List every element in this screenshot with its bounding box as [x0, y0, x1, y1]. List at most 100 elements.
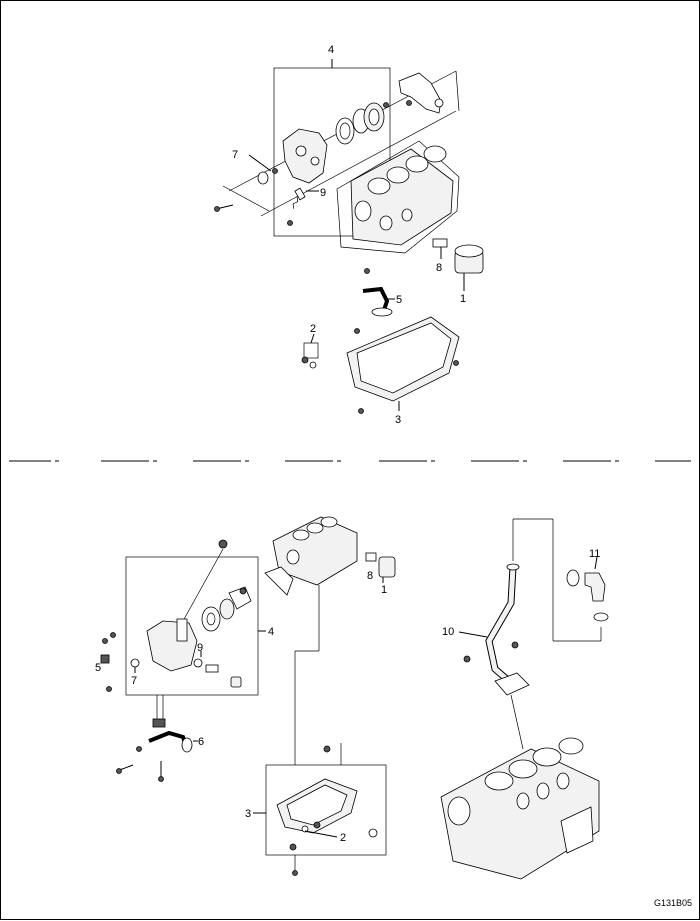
- assembly-axis-line: [182, 548, 224, 622]
- cylinder-bore: [405, 155, 429, 173]
- top-assembly: 4 7 9: [214, 44, 484, 426]
- oil-pipe: [486, 566, 516, 683]
- kit-box-3-bottom: [265, 764, 387, 856]
- leader-7-top: [248, 154, 272, 172]
- block-port: [354, 200, 372, 222]
- cylinder-bore: [306, 522, 324, 534]
- cylinder-bore: [320, 516, 338, 528]
- cylinder-bore: [292, 529, 310, 541]
- callout-7-top: 7: [232, 149, 238, 161]
- drain-plug-box: [303, 342, 319, 359]
- bolt: [110, 632, 116, 638]
- timing-cover-plate: [398, 72, 442, 114]
- strainer-bolt: [364, 268, 370, 274]
- relief-valve: [193, 658, 203, 668]
- oil-pan-inner: [356, 322, 452, 394]
- block-port: [401, 208, 413, 222]
- pan-bolt: [453, 360, 459, 366]
- o-ring: [130, 658, 140, 668]
- callout-3-top: 3: [395, 414, 401, 426]
- relief-valve: [294, 187, 306, 201]
- pump-outlet: [176, 618, 188, 642]
- bolt: [511, 641, 519, 649]
- callout-8-bottom: 8: [367, 570, 373, 582]
- bolt-head: [116, 768, 122, 774]
- seal-fitting: [100, 654, 110, 664]
- callout-10-bottom: 10: [442, 626, 454, 638]
- bolt: [406, 100, 412, 106]
- callout-2-top: 2: [310, 323, 316, 335]
- assembly-axis-line: [222, 185, 270, 212]
- block-port: [447, 796, 471, 826]
- bolt: [239, 587, 247, 595]
- pan-bolt: [354, 328, 360, 334]
- inner-rotor-hub: [206, 612, 216, 626]
- bolt: [383, 102, 389, 108]
- kit-box-4-bottom: [125, 556, 259, 696]
- assembly-axis-line: [510, 694, 524, 750]
- bolt: [106, 686, 112, 692]
- strainer-screen: [371, 307, 393, 317]
- leader-10-bottom: [458, 631, 488, 638]
- pipe-end: [506, 563, 520, 571]
- hose-clamp: [566, 569, 580, 587]
- inner-rotor: [335, 117, 355, 145]
- oil-pump-housing: [146, 620, 198, 672]
- bolt-head: [218, 539, 228, 549]
- cylinder-bore: [423, 145, 447, 163]
- drain-washer: [301, 825, 309, 833]
- hose-clamp: [593, 612, 609, 622]
- cylinder-bore: [532, 747, 562, 767]
- callout-5-bottom: 5: [95, 662, 101, 674]
- leader-11-bottom: [594, 556, 598, 570]
- bolt: [287, 220, 293, 226]
- oil-strainer-pipe: [362, 286, 390, 314]
- callout-1-bottom: 1: [381, 584, 387, 596]
- cylinder-bore: [558, 737, 584, 755]
- timing-cover-plate-small: [264, 566, 294, 596]
- block-port: [516, 792, 530, 810]
- assembly-axis-line: [260, 110, 457, 217]
- pump-bore: [310, 156, 320, 166]
- pipe-gasket: [494, 672, 530, 696]
- strainer-screen: [181, 737, 193, 753]
- cylinder-block-top: [350, 148, 454, 246]
- cylinder-bore: [367, 177, 391, 195]
- oil-strainer-pipe: [148, 730, 189, 750]
- pan-bolt: [358, 408, 364, 414]
- callout-5-top: 5: [396, 294, 402, 306]
- callout-4-top: 4: [328, 44, 334, 56]
- leader-2-bottom: [304, 830, 338, 838]
- outer-rotor: [219, 598, 235, 620]
- inner-rotor: [201, 606, 221, 632]
- callout-9-top: 9: [320, 187, 326, 199]
- bolt-head: [158, 776, 164, 782]
- oil-filter-top: [454, 244, 484, 258]
- block-port: [286, 549, 300, 565]
- bolt: [136, 746, 142, 752]
- elbow-fitting: [584, 572, 606, 602]
- cylinder-bore: [508, 759, 538, 779]
- inner-rotor-hub: [339, 122, 351, 140]
- callout-7-bottom: 7: [131, 675, 137, 687]
- drain-plug: [313, 821, 321, 829]
- pan-bolt: [323, 745, 331, 753]
- pan-plug: [368, 828, 378, 838]
- leader-2-top: [310, 333, 315, 344]
- relief-spring: [205, 664, 219, 673]
- dowel-pin: [434, 98, 444, 108]
- strainer-flange: [152, 718, 166, 728]
- relief-plug: [257, 171, 269, 185]
- pan-bolt: [289, 843, 297, 851]
- callout-3-bottom: 3: [245, 808, 251, 820]
- bolt-head: [214, 206, 220, 212]
- callout-11-bottom: 11: [589, 548, 600, 560]
- bolt-head: [292, 870, 298, 876]
- callout-9-bottom: 9: [197, 642, 203, 654]
- block-port: [536, 782, 550, 800]
- block-port: [556, 772, 570, 790]
- block-outline-box: [336, 140, 460, 254]
- cylinder-bore: [386, 166, 410, 184]
- block-port: [379, 215, 393, 231]
